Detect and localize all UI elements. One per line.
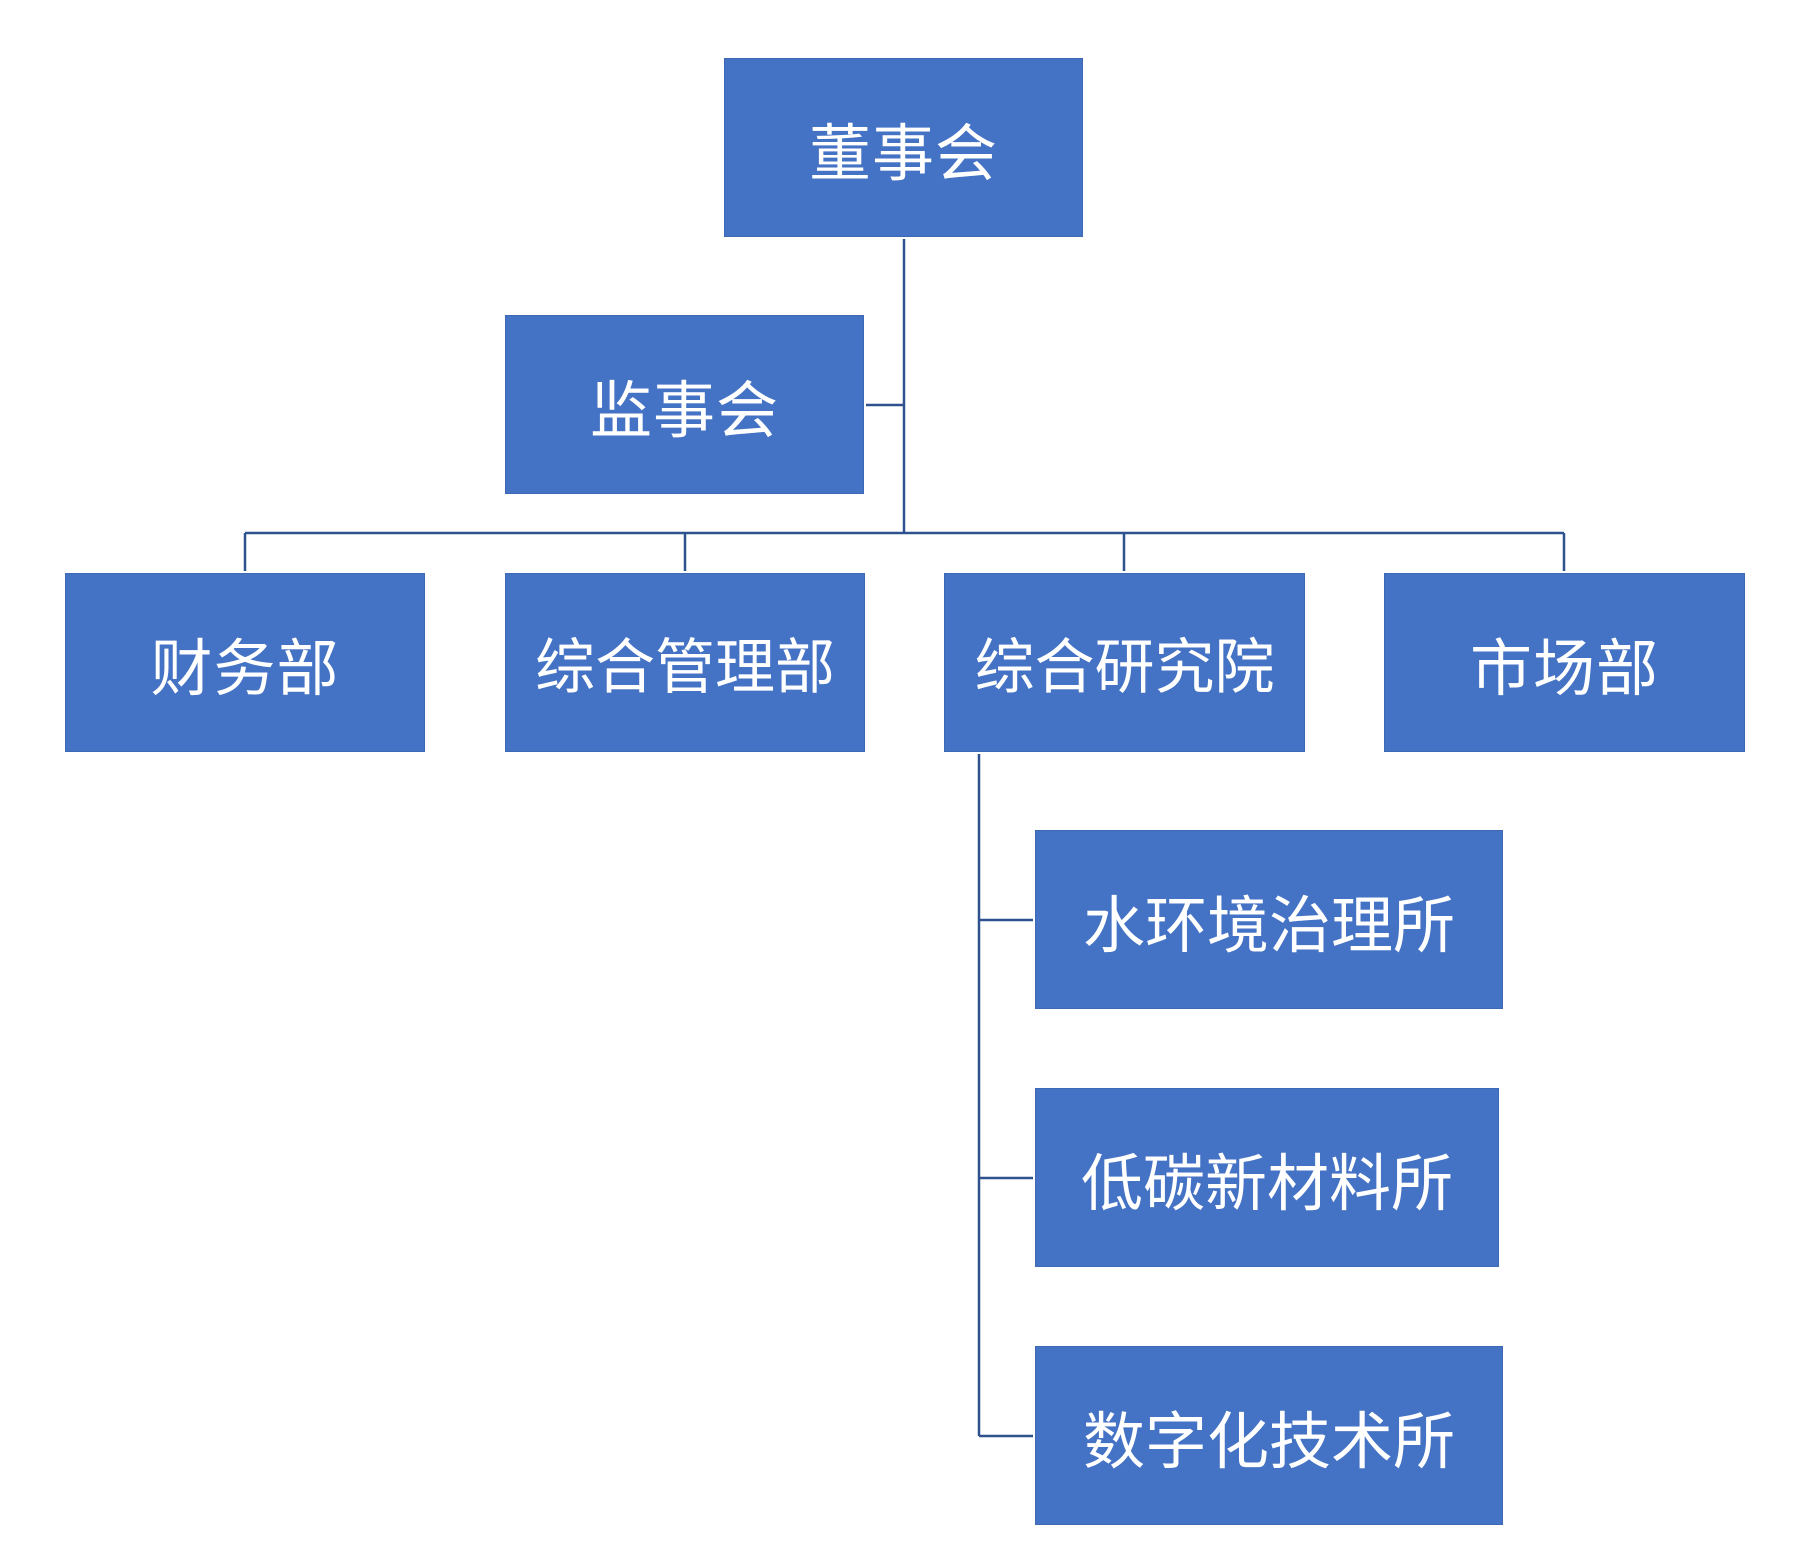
- finance-department-node: 财务部: [65, 573, 425, 752]
- digital-technology-institute-label: 数字化技术所: [1082, 1404, 1455, 1478]
- finance-department-label: 财务部: [150, 631, 340, 705]
- marketing-department-node: 市场部: [1384, 573, 1745, 752]
- board-of-directors-node: 董事会: [724, 58, 1083, 237]
- board-of-directors-label: 董事会: [808, 116, 998, 190]
- general-management-department-label: 综合管理部: [535, 633, 835, 703]
- low-carbon-materials-institute-label: 低碳新材料所: [1080, 1146, 1453, 1220]
- marketing-department-label: 市场部: [1469, 631, 1659, 705]
- supervisory-board-label: 监事会: [589, 373, 779, 447]
- low-carbon-materials-institute-node: 低碳新材料所: [1035, 1088, 1499, 1267]
- research-institute-node: 综合研究院: [944, 573, 1305, 752]
- general-management-department-node: 综合管理部: [505, 573, 865, 752]
- research-institute-label: 综合研究院: [974, 633, 1275, 703]
- digital-technology-institute-node: 数字化技术所: [1035, 1346, 1503, 1525]
- water-environment-institute-label: 水环境治理所: [1082, 888, 1455, 962]
- supervisory-board-node: 监事会: [505, 315, 864, 494]
- water-environment-institute-node: 水环境治理所: [1035, 830, 1503, 1009]
